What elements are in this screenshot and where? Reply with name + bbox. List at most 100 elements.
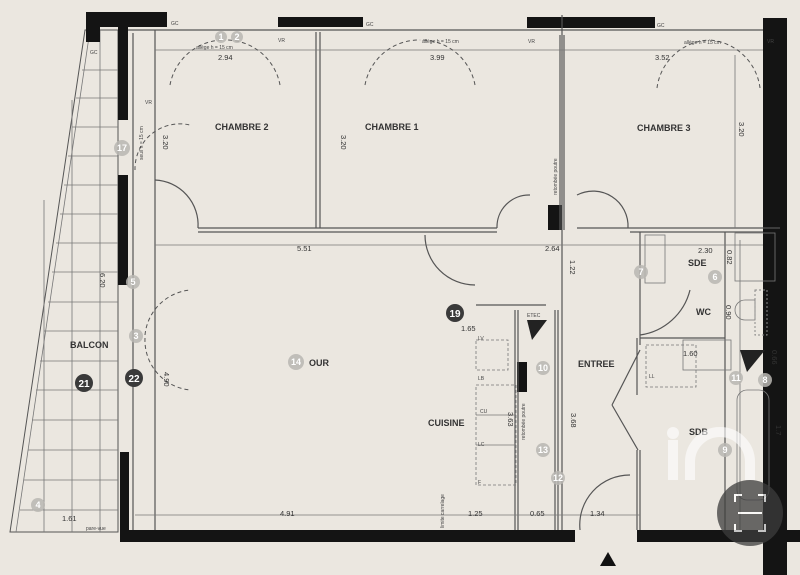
svg-text:7: 7 bbox=[638, 267, 643, 277]
badge-22: 22 bbox=[125, 369, 143, 387]
room-chambre-3: CHAMBRE 3 bbox=[637, 123, 691, 133]
svg-text:5: 5 bbox=[130, 277, 135, 287]
svg-text:21: 21 bbox=[78, 379, 90, 390]
label-vr: VR bbox=[528, 39, 535, 45]
badge-12: 12 bbox=[551, 471, 565, 485]
room-chambre-2: CHAMBRE 2 bbox=[215, 122, 269, 132]
dim-sejour-bottom: 4.91 bbox=[280, 509, 295, 518]
dim-ch1-depth: 3.20 bbox=[339, 135, 348, 150]
badge-4: 4 bbox=[31, 498, 45, 512]
badge-9: 9 bbox=[718, 443, 732, 457]
svg-text:4: 4 bbox=[35, 500, 40, 510]
label-allege: allège h = 15 cm bbox=[684, 40, 721, 46]
room-chambre-1: CHAMBRE 1 bbox=[365, 122, 419, 132]
room-wc: WC bbox=[696, 307, 711, 317]
svg-text:17: 17 bbox=[117, 143, 127, 153]
badge-7: 7 bbox=[634, 265, 648, 279]
dim-sdb-small: 0.66 bbox=[770, 350, 779, 365]
dim-ch1-width: 3.99 bbox=[430, 53, 445, 62]
label-gc: GC bbox=[171, 21, 179, 27]
dim-sejour-depth: 4.90 bbox=[162, 372, 171, 387]
label-lv: LV bbox=[478, 336, 484, 342]
badge-5: 5 bbox=[126, 275, 140, 289]
dim-entree-depth2: 3.68 bbox=[569, 413, 578, 428]
room-sejour: OUR bbox=[309, 358, 330, 368]
dim-cuisine-depth: 3.63 bbox=[506, 412, 515, 427]
badge-11: 11 bbox=[729, 371, 743, 385]
badge-10: 10 bbox=[536, 361, 550, 375]
label-pare-vue: pare-vue bbox=[86, 526, 106, 532]
svg-text:19: 19 bbox=[449, 309, 461, 320]
dim-ch3-width: 3.52 bbox=[655, 53, 670, 62]
label-allege: allège h = 15 cm bbox=[196, 45, 233, 51]
svg-text:1: 1 bbox=[218, 32, 223, 42]
dim-placard-bottom: 0.65 bbox=[530, 509, 545, 518]
room-entree: ENTREE bbox=[578, 359, 615, 369]
label-seuil: seuil h = 15 cm bbox=[139, 126, 145, 160]
annotations: GC GC GC GC VR VR VR VR allège h = 15 cm… bbox=[86, 21, 774, 532]
badge-19: 19 bbox=[446, 304, 464, 322]
badge-13: 13 bbox=[536, 443, 550, 457]
svg-text:9: 9 bbox=[722, 445, 727, 455]
dim-sde-depth: 0.82 bbox=[725, 250, 734, 265]
label-limite-carrelage: limite carrelage bbox=[440, 494, 446, 528]
label-gc: GC bbox=[657, 23, 665, 29]
label-gc: GC bbox=[90, 50, 98, 56]
label-ll: LL bbox=[649, 374, 655, 380]
dim-sde-width: 2.30 bbox=[698, 246, 713, 255]
badge-8: 8 bbox=[758, 373, 772, 387]
label-lc: LC bbox=[478, 442, 485, 448]
room-cuisine: CUISINE bbox=[428, 418, 465, 428]
dim-ch2-depth: 3.20 bbox=[161, 135, 170, 150]
label-retombee-poutre: retombée poutre bbox=[521, 403, 527, 440]
dim-sdb-width: 1.60 bbox=[683, 349, 698, 358]
doors bbox=[134, 39, 761, 531]
dim-entree-depth: 1.22 bbox=[568, 260, 577, 275]
dim-balcon-bottom: 1.61 bbox=[62, 514, 77, 523]
dim-sejour-top: 5.51 bbox=[297, 244, 312, 253]
svg-text:6: 6 bbox=[712, 272, 717, 282]
svg-text:13: 13 bbox=[538, 445, 548, 455]
dim-cuisine-top: 1.65 bbox=[461, 324, 476, 333]
label-retombee-poutre: retombée poutre bbox=[553, 158, 559, 195]
label-cu: CU bbox=[480, 409, 488, 415]
badge-2: 2 bbox=[231, 31, 243, 43]
dim-entree-bottom: 1.34 bbox=[590, 509, 605, 518]
dimension-labels: 2.94 3.99 3.52 3.20 3.20 3.20 5.51 2.64 … bbox=[62, 53, 783, 523]
room-sdb: SDB bbox=[689, 427, 709, 437]
dim-balcon-depth: 6.20 bbox=[98, 273, 107, 288]
badge-1: 1 bbox=[215, 31, 227, 43]
badge-6: 6 bbox=[708, 270, 722, 284]
dim-ch2-width: 2.94 bbox=[218, 53, 233, 62]
dim-wc-depth: 0.90 bbox=[724, 305, 733, 320]
exterior-walls bbox=[86, 12, 800, 575]
svg-text:2: 2 bbox=[234, 32, 239, 42]
room-balcon: BALCON bbox=[70, 340, 109, 350]
label-vr: VR bbox=[145, 100, 152, 106]
balcony-grid bbox=[9, 29, 119, 533]
label-lb: LB bbox=[478, 376, 485, 382]
svg-text:10: 10 bbox=[538, 363, 548, 373]
badge-14: 14 bbox=[288, 354, 304, 370]
dim-entree-top: 2.64 bbox=[545, 244, 560, 253]
svg-text:8: 8 bbox=[762, 375, 767, 385]
label-vr: VR bbox=[278, 38, 285, 44]
svg-text:3: 3 bbox=[133, 331, 138, 341]
dim-sdb-depth: 1.7 bbox=[774, 425, 783, 435]
svg-text:22: 22 bbox=[128, 374, 140, 385]
label-allege: allège h = 15 cm bbox=[422, 39, 459, 45]
label-vr: VR bbox=[767, 39, 774, 45]
room-sde: SDE bbox=[688, 258, 707, 268]
svg-text:14: 14 bbox=[291, 357, 301, 367]
room-labels: CHAMBRE 2 CHAMBRE 1 CHAMBRE 3 SDE WC ENT… bbox=[70, 122, 711, 437]
label-f: F bbox=[478, 480, 481, 486]
north-arrow-icon bbox=[600, 552, 616, 566]
svg-text:11: 11 bbox=[731, 373, 741, 383]
badge-21: 21 bbox=[75, 374, 93, 392]
iad-logo bbox=[667, 427, 783, 546]
badge-17: 17 bbox=[114, 140, 130, 156]
badge-3: 3 bbox=[129, 329, 143, 343]
dim-cuisine-bottom: 1.25 bbox=[468, 509, 483, 518]
svg-text:12: 12 bbox=[553, 473, 563, 483]
label-etec: ETEC bbox=[527, 313, 541, 319]
